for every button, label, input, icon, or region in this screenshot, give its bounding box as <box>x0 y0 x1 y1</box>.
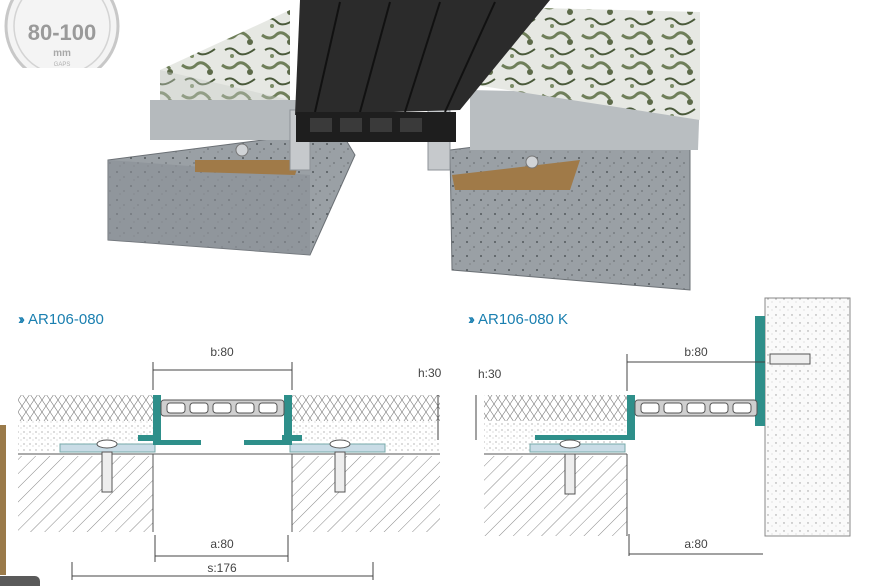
chevron-right-icon: ›› <box>468 311 475 328</box>
right-section-drawing: b:80 h:30 a:80 <box>475 297 851 556</box>
corner-tab <box>0 576 40 586</box>
right-profile-title: ››AR106-080 K <box>468 311 569 328</box>
gaps-badge: 80-100 mm GAPS <box>4 0 120 68</box>
dim-b-label: b:80 <box>210 345 234 359</box>
badge-caption: GAPS <box>54 62 71 68</box>
dim-a-label: a:80 <box>210 537 234 551</box>
badge-range: 80-100 <box>28 20 97 45</box>
dim-h-label: h:30 <box>418 366 442 380</box>
joint-3d-render <box>107 0 700 291</box>
left-profile-title: ››AR106-080 <box>18 311 104 328</box>
left-section-drawing: b:80 h:30 a:80 s:176 <box>18 345 442 580</box>
edge-tab <box>0 425 6 575</box>
dim-a-label: a:80 <box>684 537 708 551</box>
badge-unit: mm <box>53 48 71 59</box>
dim-s-label: s:176 <box>207 561 237 575</box>
dim-h-label: h:30 <box>478 367 502 381</box>
chevron-right-icon: ›› <box>18 311 25 328</box>
dim-b-label: b:80 <box>684 345 708 359</box>
